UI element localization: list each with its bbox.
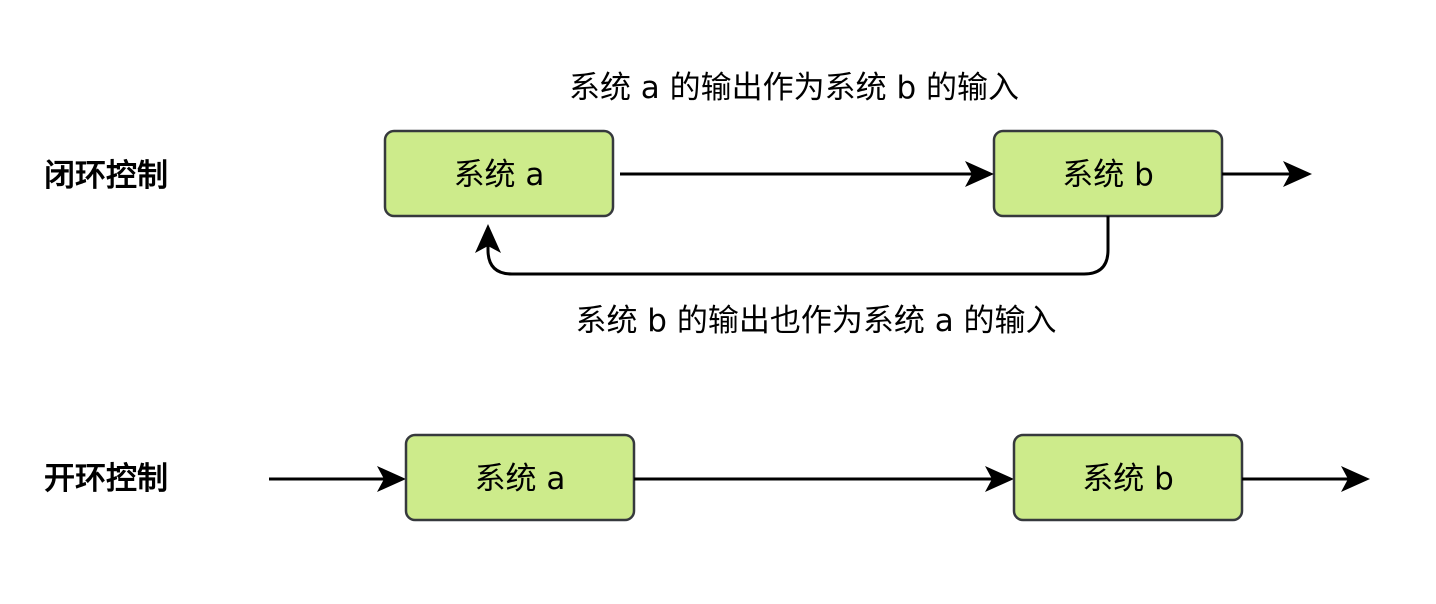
- closed-loop-system-a-box: [383, 129, 615, 218]
- closed-loop-system-a-node: 系统 a: [383, 129, 615, 218]
- open-loop-input-arrow: [269, 466, 406, 492]
- closed-loop-system-b-node: 系统 b: [992, 129, 1224, 218]
- open-loop-system-a-label: 系统 a: [475, 461, 566, 497]
- closed-loop-output-arrow: [1222, 161, 1312, 187]
- feedback-note: 系统 b 的输出也作为系统 a 的输入: [575, 303, 1056, 339]
- closed-loop-section: 闭环控制 系统 a 的输出作为系统 b 的输入 系统 a 系统 b 系统 b 的…: [44, 70, 1312, 339]
- closed-loop-system-b-label: 系统 b: [1062, 157, 1154, 193]
- open-loop-label: 开环控制: [44, 461, 168, 497]
- forward-note: 系统 a 的输出作为系统 b 的输入: [569, 70, 1019, 106]
- closed-loop-label: 闭环控制: [44, 158, 168, 194]
- closed-loop-system-a-label: 系统 a: [454, 157, 545, 193]
- closed-loop-forward-arrow: [620, 161, 994, 187]
- open-loop-system-a-node: 系统 a: [404, 433, 636, 522]
- closed-loop-feedback-arrow: [475, 216, 1110, 276]
- open-loop-system-b-label: 系统 b: [1082, 461, 1174, 497]
- open-loop-output-arrow: [1242, 466, 1370, 492]
- open-loop-section: 开环控制 系统 a 系统 b: [44, 433, 1370, 522]
- open-loop-system-b-node: 系统 b: [1012, 433, 1244, 522]
- open-loop-forward-arrow: [634, 466, 1014, 492]
